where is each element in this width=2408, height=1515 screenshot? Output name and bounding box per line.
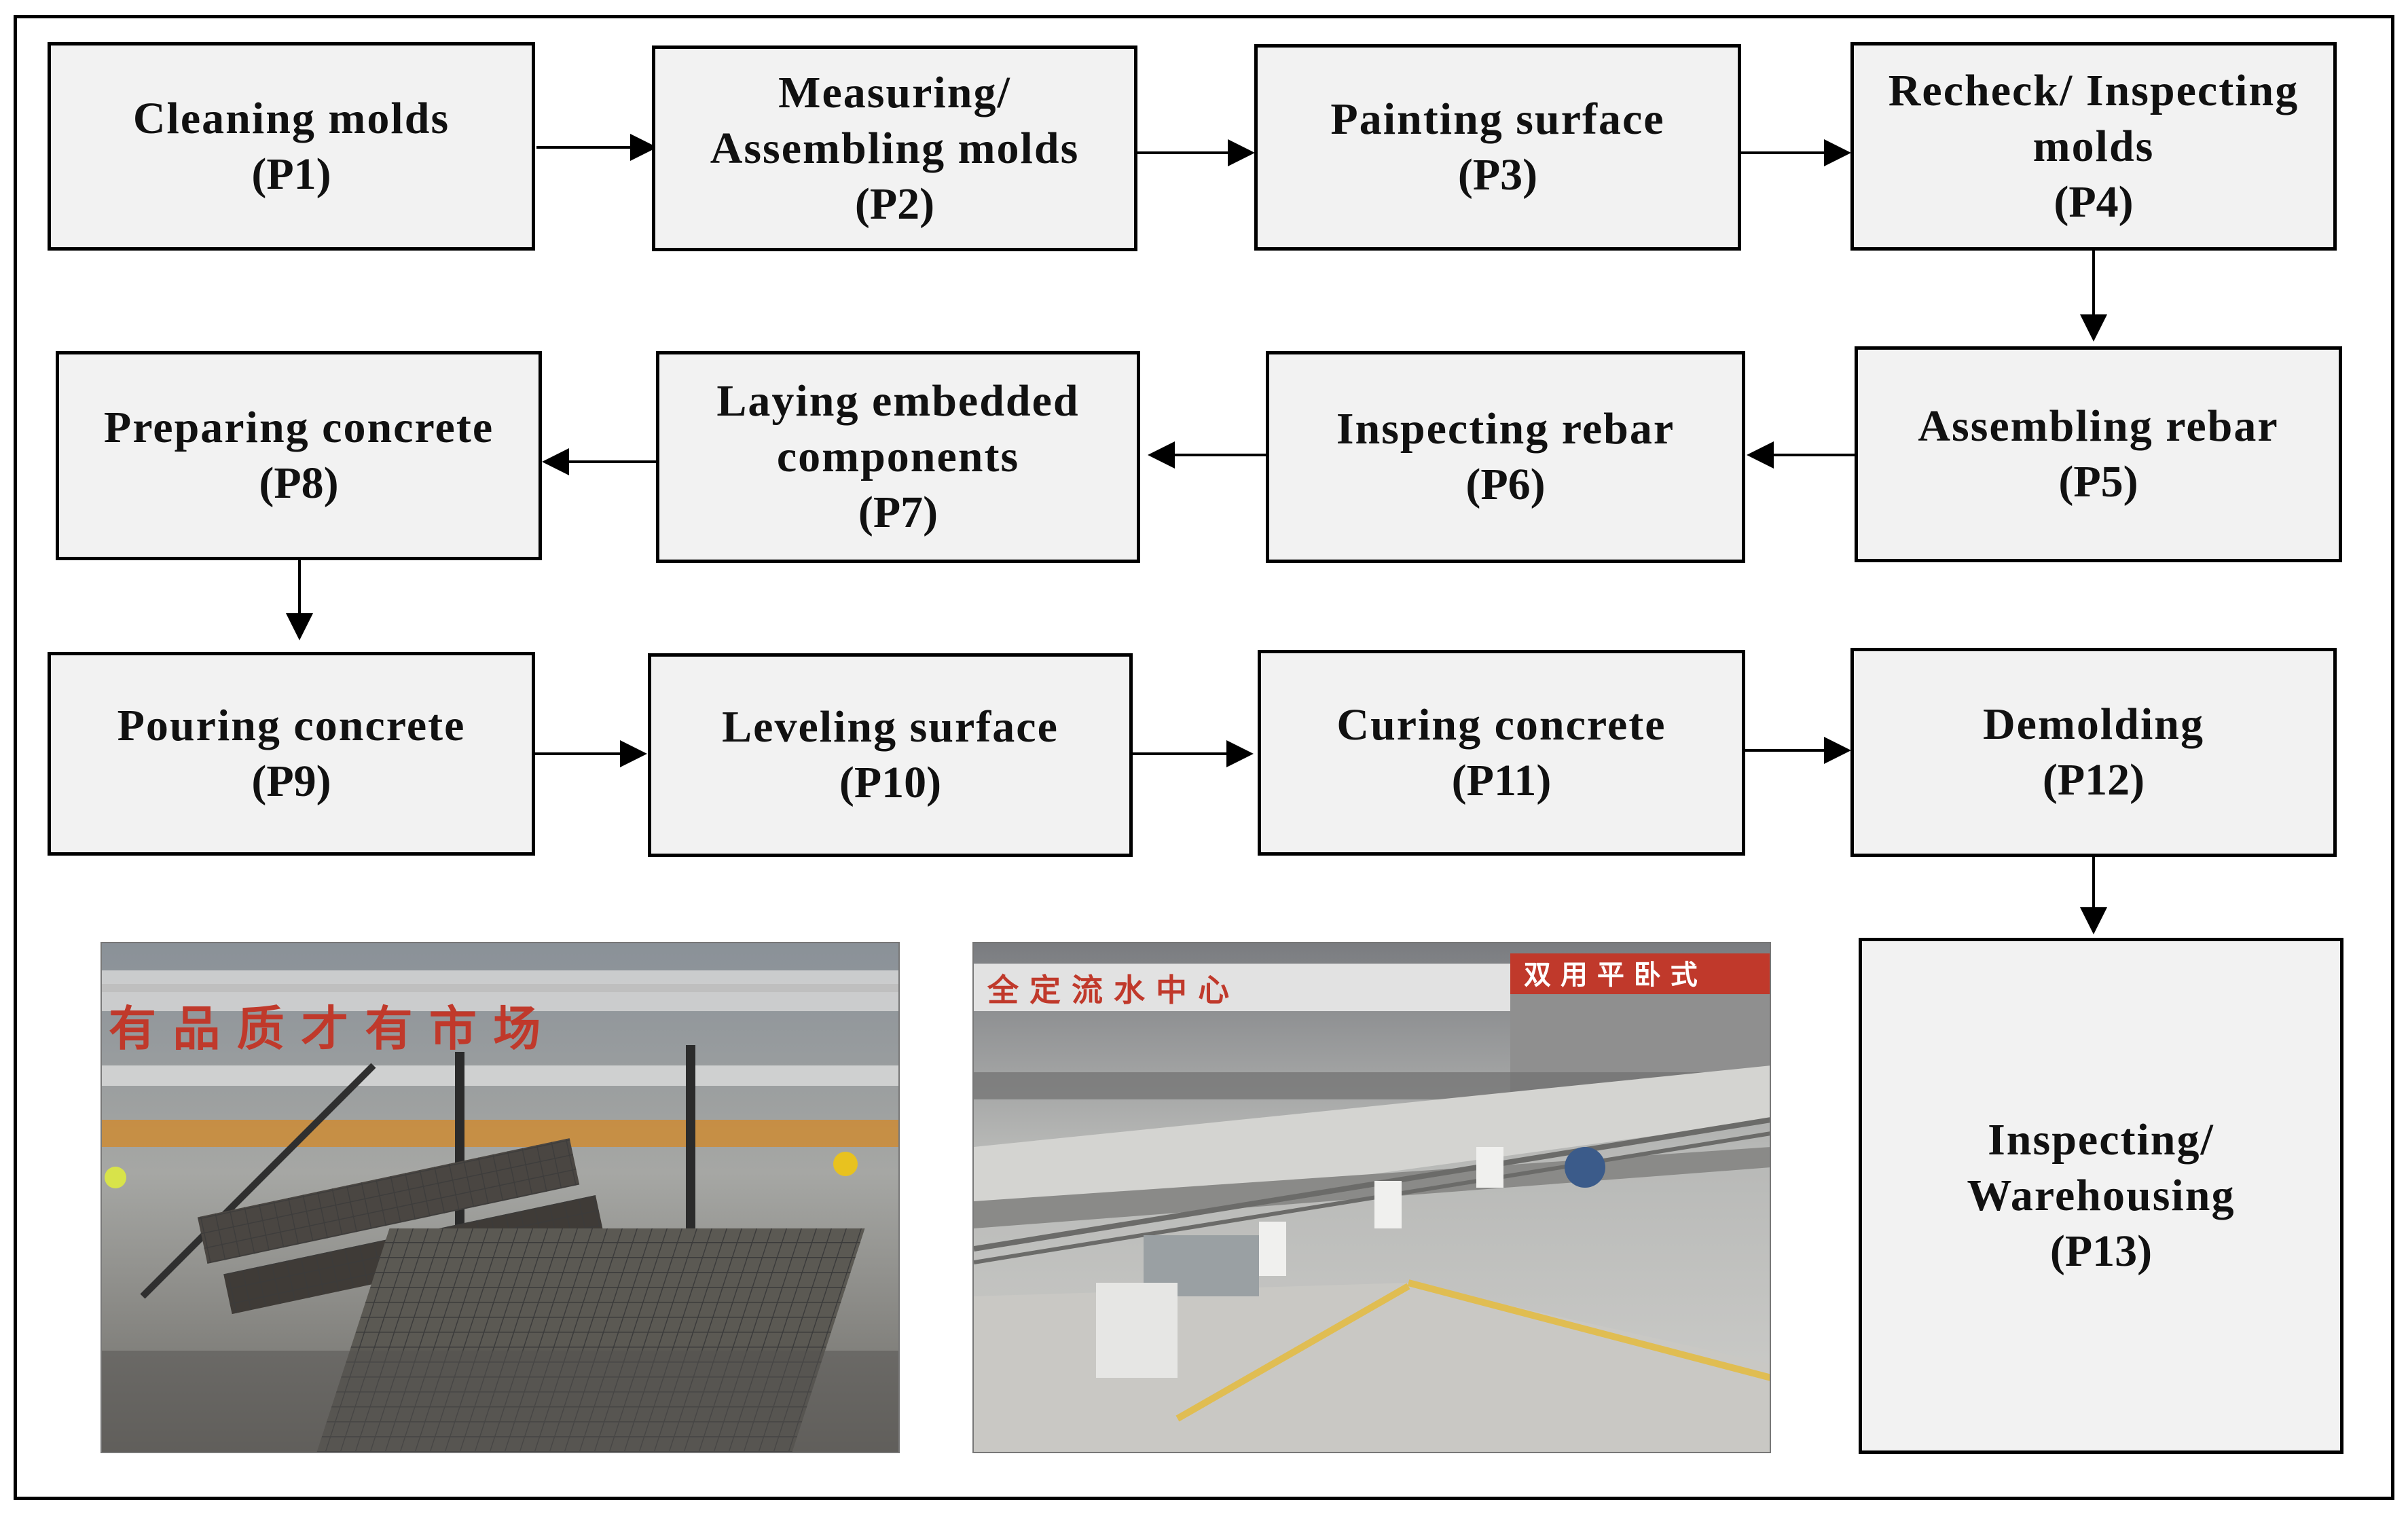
step-p2-box: Measuring/Assembling molds (P2) <box>652 45 1137 251</box>
step-label: Inspecting rebar <box>1336 404 1675 454</box>
step-label: Cleaning molds <box>132 93 450 143</box>
step-code: (P10) <box>839 758 942 807</box>
step-code: (P7) <box>858 488 938 537</box>
step-code: (P1) <box>251 149 331 199</box>
step-p8-box: Preparing concrete (P8) <box>56 351 542 560</box>
step-p5-box: Assembling rebar (P5) <box>1855 346 2342 562</box>
step-label: Painting surface <box>1330 94 1665 144</box>
svg-text:全 定 流 水 中 心: 全 定 流 水 中 心 <box>987 972 1229 1008</box>
step-p11-box: Curing concrete (P11) <box>1258 650 1745 856</box>
step-code: (P12) <box>2042 755 2145 805</box>
step-code: (P4) <box>2054 177 2134 227</box>
mold-line-illustration: 全 定 流 水 中 心 双 用 平 卧 式 <box>974 943 1770 1452</box>
step-p1-box: Cleaning molds (P1) <box>48 42 535 251</box>
step-label: Inspecting/Warehousing <box>1967 1115 2236 1220</box>
step-code: (P9) <box>251 756 331 806</box>
step-label: Measuring/Assembling molds <box>710 67 1080 173</box>
step-p9-box: Pouring concrete (P9) <box>48 652 535 856</box>
svg-text:有 品 质 才 有 市 场: 有 品 质 才 有 市 场 <box>109 1001 541 1057</box>
svg-text:双 用 平 卧 式: 双 用 平 卧 式 <box>1524 960 1698 991</box>
step-label: Demolding <box>1982 699 2205 749</box>
step-p10-box: Leveling surface (P10) <box>648 653 1133 857</box>
step-code: (P11) <box>1451 755 1552 805</box>
step-label: Curing concrete <box>1336 699 1666 750</box>
step-label: Preparing concrete <box>103 403 494 452</box>
step-label: Pouring concrete <box>117 701 466 750</box>
step-p12-box: Demolding (P12) <box>1850 648 2337 857</box>
step-p6-box: Inspecting rebar (P6) <box>1266 351 1745 563</box>
mold-line-photo: 全 定 流 水 中 心 双 用 平 卧 式 <box>972 942 1771 1453</box>
step-code: (P13) <box>2049 1226 2153 1276</box>
step-label: Assembling rebar <box>1918 401 2279 451</box>
step-p13-box: Inspecting/Warehousing (P13) <box>1859 938 2343 1454</box>
step-code: (P3) <box>1457 150 1538 200</box>
step-code: (P5) <box>2058 457 2138 507</box>
step-code: (P8) <box>259 458 339 508</box>
diagram-frame <box>14 15 2394 1500</box>
rebar-assembly-illustration: 有 品 质 才 有 市 场 <box>102 943 898 1452</box>
step-label: Leveling surface <box>722 702 1059 752</box>
rebar-assembly-photo: 有 品 质 才 有 市 场 <box>101 942 900 1453</box>
step-code: (P2) <box>854 179 935 229</box>
step-p3-box: Painting surface (P3) <box>1254 44 1741 251</box>
step-code: (P6) <box>1465 460 1546 509</box>
